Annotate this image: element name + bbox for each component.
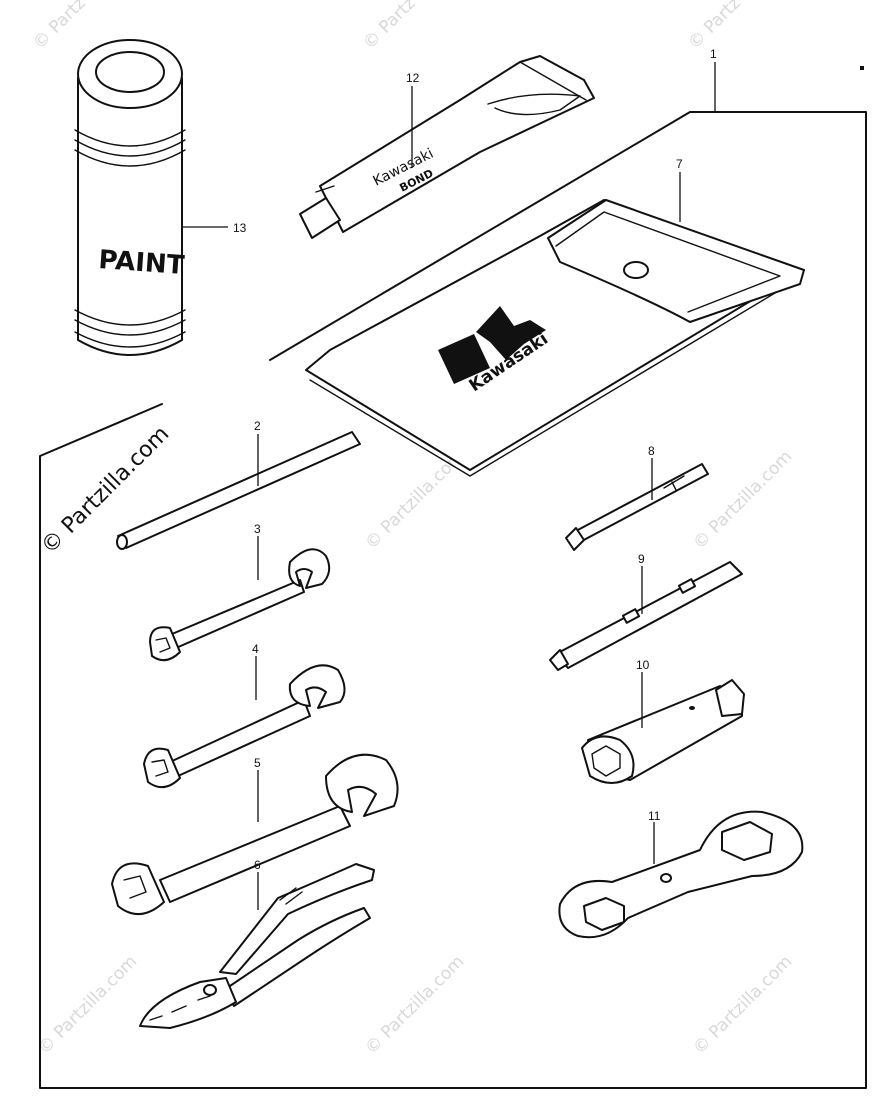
callout-7: 7 — [676, 157, 683, 171]
watermark-bm: © Partzilla.com — [361, 952, 468, 1059]
callout-11: 11 — [648, 809, 661, 823]
callout-3: 3 — [254, 522, 261, 536]
tool-pouch: Kawasaki 7 — [305, 157, 805, 477]
large-wrench: 5 — [111, 753, 399, 915]
medium-wrench: 4 — [143, 642, 346, 789]
callout-6: 6 — [254, 858, 261, 872]
watermark-tl: © Partz — [29, 0, 89, 54]
kit-outline: 1 — [39, 47, 867, 1089]
callout-5: 5 — [254, 756, 261, 770]
callout-9: 9 — [638, 552, 645, 566]
callout-1: 1 — [710, 47, 717, 61]
rod: 2 — [116, 419, 361, 550]
box-wrench: 10 — [581, 658, 745, 784]
paint-can: PAINT 13 — [74, 39, 247, 356]
watermark-main: © Partzilla.com — [37, 422, 175, 560]
watermark-mr: © Partzilla.com — [689, 447, 796, 554]
watermark-tr: © Partz — [684, 0, 744, 54]
paint-can-label: PAINT — [98, 245, 186, 281]
callout-4: 4 — [252, 642, 259, 656]
bond-tube: Kawasaki BOND 12 — [299, 55, 595, 239]
screwdriver-shaft: 8 — [565, 444, 709, 551]
callout-10: 10 — [636, 658, 650, 672]
callout-13: 13 — [233, 221, 247, 235]
callout-2: 2 — [254, 419, 261, 433]
small-wrench: 3 — [149, 522, 331, 662]
watermark-br: © Partzilla.com — [689, 952, 796, 1059]
screwdriver-handle: 9 — [549, 552, 743, 671]
watermark-tm: © Partz — [359, 0, 419, 54]
callout-12: 12 — [406, 71, 420, 85]
pliers: 6 — [139, 858, 375, 1029]
double-box-wrench: 11 — [558, 809, 804, 939]
watermark-bl: © Partzilla.com — [34, 952, 141, 1059]
callout-8: 8 — [648, 444, 655, 458]
watermark-mm: © Partzilla.com — [361, 447, 468, 554]
